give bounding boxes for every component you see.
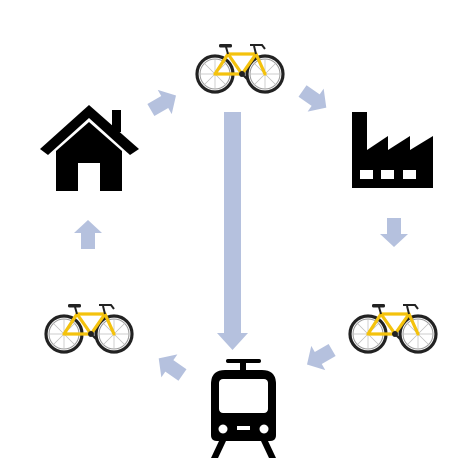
arrow-train-to-bike xyxy=(158,354,187,381)
arrow-bike-to-factory xyxy=(298,85,327,112)
arrow-factory-to-bike xyxy=(380,218,408,247)
arrow-bike-to-house xyxy=(74,220,102,249)
house-icon xyxy=(40,105,139,191)
train-icon xyxy=(211,359,276,458)
arrow-house-to-bike xyxy=(147,89,176,117)
flow-arrows xyxy=(74,85,408,381)
arrow-bike-to-train-right xyxy=(307,343,336,371)
bicycle-icon xyxy=(348,302,438,354)
bicycle-icon xyxy=(195,42,285,94)
factory-icon xyxy=(352,112,433,188)
arrow-bike-to-train xyxy=(217,112,248,350)
bicycle-icon xyxy=(44,302,134,354)
